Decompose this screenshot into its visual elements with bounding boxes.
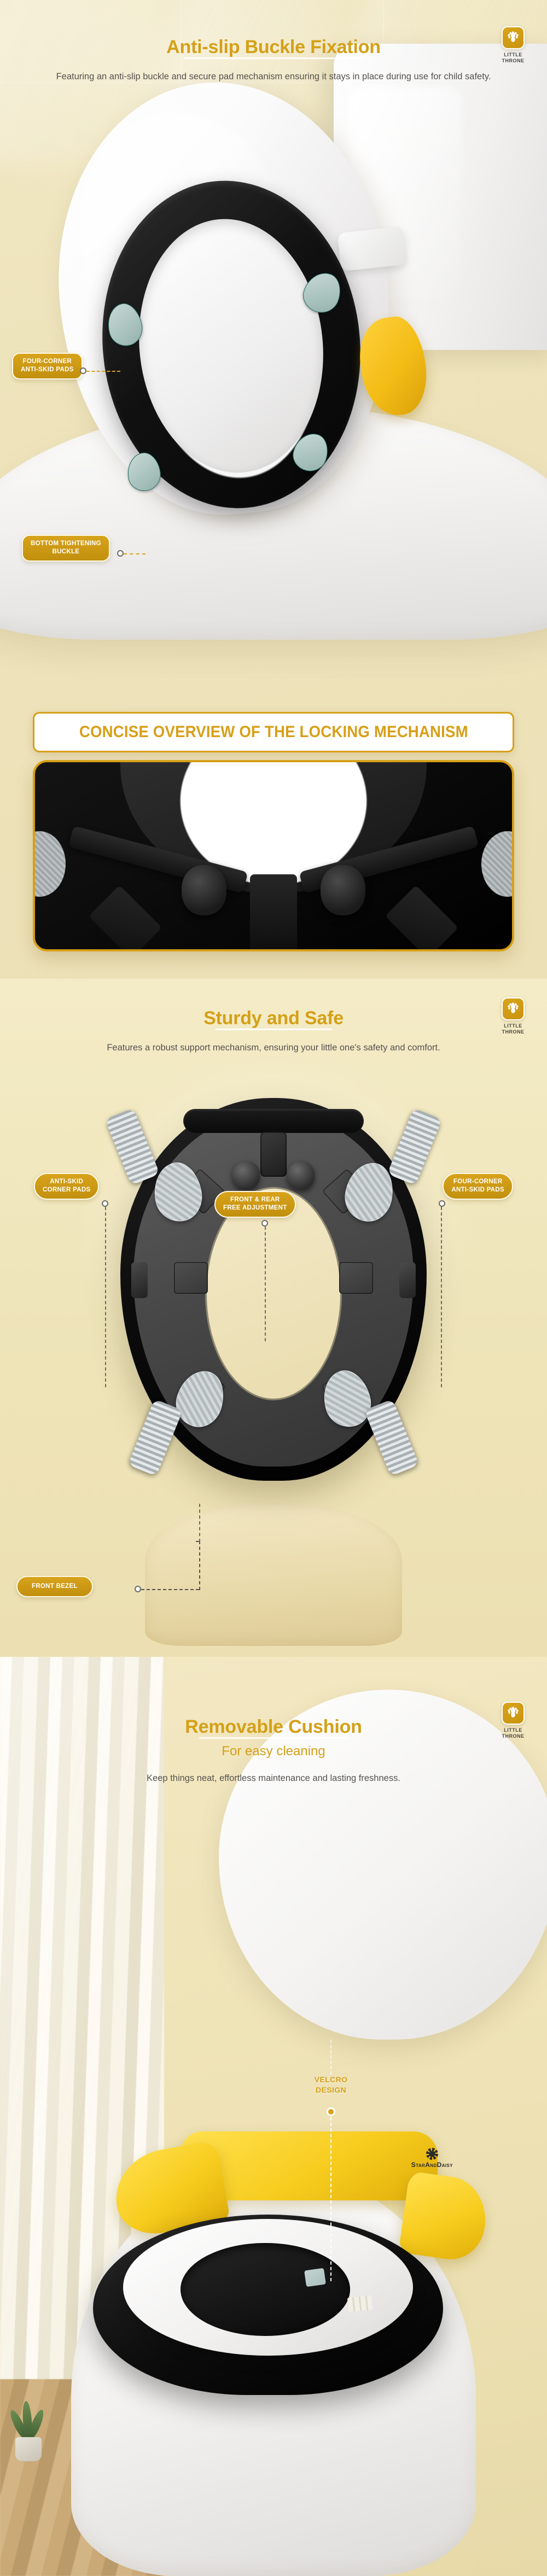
seat-ring-closeup bbox=[120, 762, 427, 893]
potted-plant bbox=[7, 2379, 50, 2461]
anti-skid-pad bbox=[481, 831, 512, 897]
callout-leader-line bbox=[86, 371, 120, 372]
section1-title: Anti-slip Buckle Fixation bbox=[166, 37, 381, 60]
bird-crest-icon bbox=[508, 31, 519, 42]
support-pad bbox=[385, 885, 459, 949]
callout-anchor-dot bbox=[261, 1220, 268, 1226]
brand-logo: LITTLE THRONE bbox=[493, 26, 533, 64]
adjustment-knob bbox=[232, 1161, 260, 1190]
section3-body: Keep things neat, effortless maintenance… bbox=[147, 1773, 400, 1784]
callout-front-rear-free-adjustment[interactable]: FRONT & REAR FREE ADJUSTMENT bbox=[214, 1191, 296, 1218]
section3-header: Removable Cushion For easy cleaning Keep… bbox=[0, 1716, 547, 1786]
callout-anti-skid-corner-pads[interactable]: ANTI-SKID CORNER PADS bbox=[34, 1173, 100, 1200]
bathroom-curtain bbox=[0, 1657, 164, 2390]
yellow-armrest-right bbox=[398, 2171, 491, 2264]
anti-skid-corner-pad bbox=[127, 1399, 183, 1476]
toilet-lid-open bbox=[219, 1690, 547, 2040]
callout-anchor-dot bbox=[80, 367, 86, 374]
callout-four-corner-anti-skid-pads[interactable]: FOUR-CORNER ANTI-SKID PADS bbox=[443, 1173, 513, 1200]
callout-leader-line bbox=[141, 1589, 199, 1590]
locking-mechanism-banner-text: CONCISE OVERVIEW OF THE LOCKING MECHANIS… bbox=[79, 723, 468, 741]
brand-logo: LITTLE THRONE bbox=[493, 1702, 533, 1739]
brand-logo-box bbox=[502, 1702, 525, 1725]
velcro-patch bbox=[347, 2295, 373, 2312]
tightening-knob bbox=[182, 865, 226, 915]
section1-body: Featuring an anti-slip buckle and secure… bbox=[56, 72, 491, 82]
cushion-opening bbox=[181, 2243, 350, 2336]
brand-logo-name: LITTLE THRONE bbox=[502, 1023, 525, 1035]
plant-pot bbox=[15, 2437, 42, 2461]
callout-anchor-dot bbox=[135, 1586, 141, 1592]
support-pad bbox=[88, 885, 162, 949]
product-photo-seat-underside bbox=[104, 1098, 443, 1481]
center-stem bbox=[250, 874, 297, 949]
bird-crest-icon bbox=[508, 1002, 519, 1013]
adjustment-knob bbox=[287, 1161, 315, 1190]
callout-anchor-dot bbox=[439, 1200, 445, 1207]
seat-hinge bbox=[337, 226, 407, 272]
anti-skid-corner-pad bbox=[387, 1108, 443, 1185]
section-removable-cushion: Removable Cushion For easy cleaning Keep… bbox=[0, 1657, 547, 2576]
callout-leader-elbow bbox=[196, 1541, 200, 1590]
product-photo-toilet-with-seat bbox=[0, 0, 547, 711]
section1-header: Anti-slip Buckle Fixation Featuring an a… bbox=[0, 37, 547, 84]
callout-leader-line bbox=[124, 553, 146, 554]
callout-leader-line bbox=[105, 1207, 106, 1387]
daisy-icon bbox=[426, 2148, 438, 2160]
section3-subtitle: For easy cleaning bbox=[222, 1744, 325, 1759]
brand-logo: LITTLE THRONE bbox=[493, 997, 533, 1035]
side-lock bbox=[131, 1262, 148, 1298]
callout-leader-line bbox=[441, 1207, 442, 1387]
section-sturdy-and-safe: Sturdy and Safe Features a robust suppor… bbox=[0, 979, 547, 1657]
callout-four-corner-anti-skid-pads[interactable]: FOUR-CORNER ANTI-SKID PADS bbox=[12, 353, 83, 379]
velcro-patch bbox=[304, 2268, 326, 2287]
support-pad bbox=[339, 1262, 373, 1294]
product-brand-name: StarAndDaisy bbox=[411, 2161, 453, 2169]
callout-anchor-dot bbox=[117, 550, 124, 557]
center-latch bbox=[260, 1132, 287, 1177]
rear-handle-slot bbox=[183, 1109, 364, 1133]
anti-skid-corner-pad bbox=[104, 1108, 160, 1185]
product-brand-mark: StarAndDaisy bbox=[411, 2148, 453, 2169]
section-anti-slip-buckle-fixation: Anti-slip Buckle Fixation Featuring an a… bbox=[0, 0, 547, 979]
section2-header: Sturdy and Safe Features a robust suppor… bbox=[0, 1008, 547, 1055]
callout-leader-line bbox=[199, 1504, 200, 1542]
callout-front-bezel[interactable]: FRONT BEZEL bbox=[16, 1576, 93, 1598]
callout-velcro-design[interactable]: VELCRO DESIGN bbox=[314, 2075, 348, 2094]
callout-leader-line bbox=[330, 2117, 331, 2281]
callout-leader-line bbox=[330, 2040, 331, 2075]
brand-logo-box bbox=[502, 26, 525, 49]
callout-anchor-dot bbox=[327, 2107, 335, 2116]
side-lock bbox=[399, 1262, 416, 1298]
seat-opening bbox=[205, 1187, 342, 1400]
callout-leader-line bbox=[265, 1226, 266, 1341]
section3-title: Removable Cushion bbox=[185, 1716, 362, 1739]
anti-skid-pad bbox=[35, 831, 66, 897]
locking-mechanism-banner: CONCISE OVERVIEW OF THE LOCKING MECHANIS… bbox=[33, 712, 514, 752]
anti-skid-corner-pad bbox=[364, 1399, 420, 1476]
callout-bottom-tightening-buckle[interactable]: BOTTOM TIGHTENING BUCKLE bbox=[22, 535, 110, 562]
section2-title: Sturdy and Safe bbox=[203, 1008, 344, 1031]
brand-logo-name: LITTLE THRONE bbox=[502, 52, 525, 64]
display-pedestal bbox=[145, 1504, 402, 1646]
brand-logo-box bbox=[502, 997, 525, 1020]
support-pad bbox=[174, 1262, 208, 1294]
section2-body: Features a robust support mechanism, ens… bbox=[107, 1043, 440, 1053]
tightening-knob bbox=[321, 865, 365, 915]
brand-logo-name: LITTLE THRONE bbox=[502, 1727, 525, 1739]
bird-crest-icon bbox=[508, 1707, 519, 1718]
callout-anchor-dot bbox=[102, 1200, 108, 1207]
locking-mechanism-closeup-photo bbox=[33, 760, 514, 951]
